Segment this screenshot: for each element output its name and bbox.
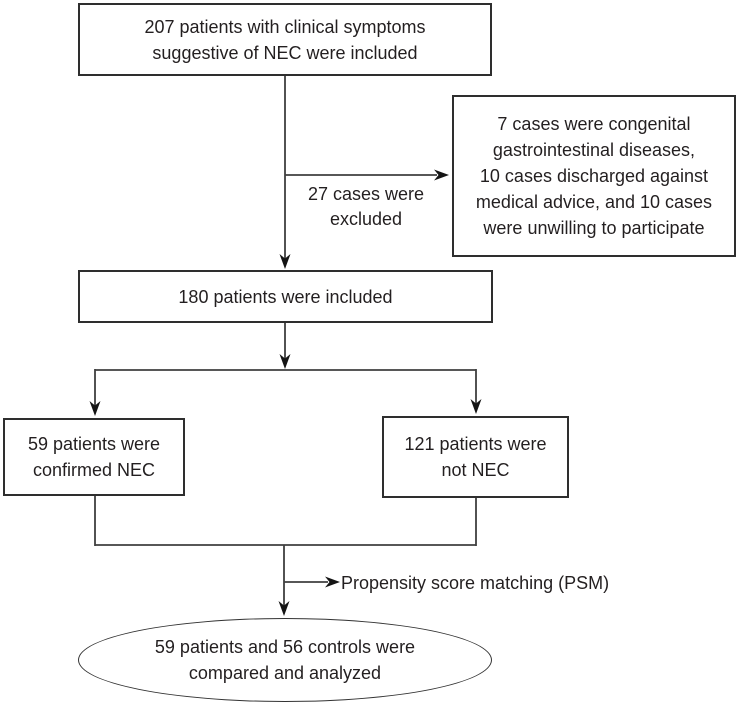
- node-not-nec-text: 121 patients were not NEC: [404, 434, 547, 480]
- node-outcome-ellipse-text: 59 patients and 56 controls were compare…: [154, 637, 416, 683]
- arrowhead-down-icon: [279, 354, 291, 369]
- arrowhead-right-icon: [434, 169, 449, 181]
- node-confirmed-nec-text: 59 patients were confirmed NEC: [27, 434, 161, 480]
- node-included-180-text: 180 patients were included: [178, 286, 393, 307]
- node-exclusion-reasons: 7 cases were congenital gastrointestinal…: [452, 95, 736, 257]
- node-included-180: 180 patients were included: [78, 270, 493, 323]
- arrowhead-down-icon: [279, 254, 291, 269]
- psm-label: Propensity score matching (PSM): [341, 573, 610, 593]
- node-exclusion-reasons-text: 7 cases were congenital gastrointestinal…: [475, 114, 713, 238]
- node-included-207: 207 patients with clinical symptoms sugg…: [78, 3, 492, 76]
- arrowhead-down-icon: [89, 401, 101, 416]
- arrowhead-right-icon: [325, 576, 340, 588]
- node-not-nec: 121 patients were not NEC: [382, 416, 569, 498]
- arrowhead-down-icon: [278, 601, 290, 616]
- node-confirmed-nec: 59 patients were confirmed NEC: [3, 418, 185, 496]
- arrowhead-down-icon: [470, 399, 482, 414]
- excluded-cases-label: 27 cases were excluded: [307, 184, 425, 229]
- node-outcome-ellipse: 59 patients and 56 controls were compare…: [78, 618, 492, 702]
- node-included-207-text: 207 patients with clinical symptoms sugg…: [144, 16, 426, 63]
